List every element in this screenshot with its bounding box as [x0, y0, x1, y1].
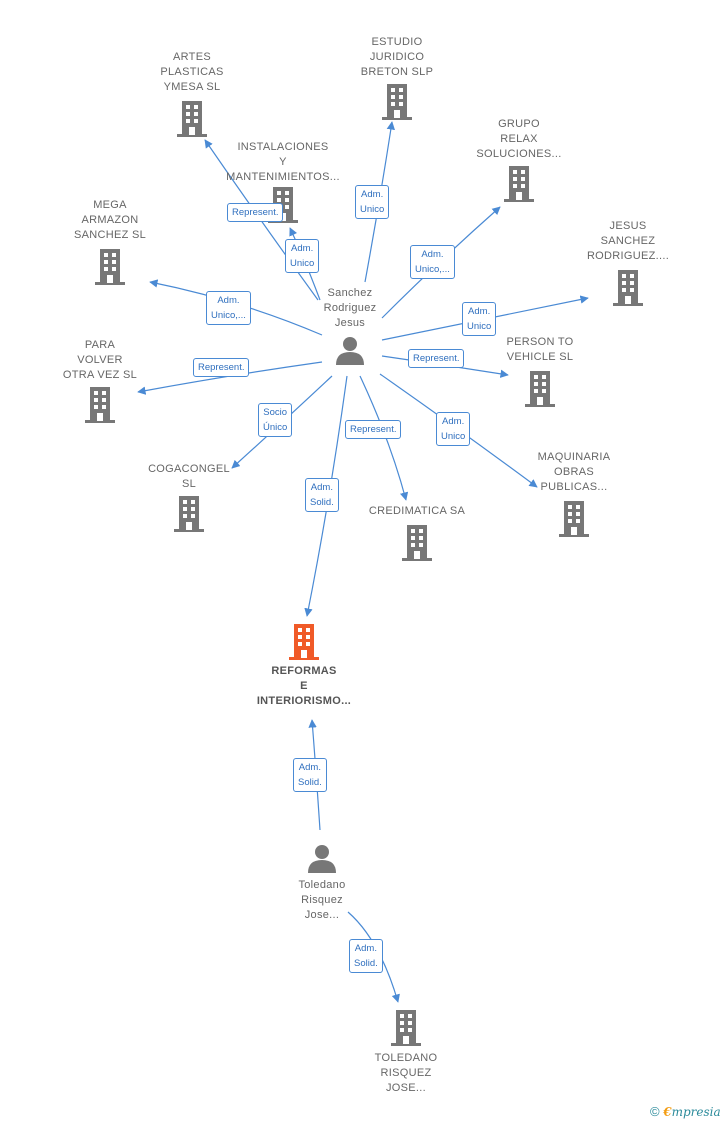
company-node-person[interactable]: PERSON TO VEHICLE SL — [480, 335, 600, 407]
company-name: ESTUDIO JURIDICO BRETON SLP — [360, 36, 434, 78]
company-node-cogacongel[interactable]: COGACONGEL SL — [129, 462, 249, 532]
company-name: PERSON TO VEHICLE SL — [506, 336, 574, 363]
edge-label-adm-unico[interactable]: Adm. Unico — [285, 239, 320, 273]
building-icon — [504, 166, 534, 202]
building-icon — [613, 270, 643, 306]
company-node-jesus[interactable]: JESUS SANCHEZ RODRIGUEZ.... — [568, 219, 688, 306]
building-icon — [382, 84, 412, 120]
company-node-estudio[interactable]: ESTUDIO JURIDICO BRETON SLP — [337, 35, 457, 120]
company-node-artes[interactable]: ARTES PLASTICAS YMESA SL — [132, 50, 252, 137]
company-name: REFORMAS E INTERIORISMO... — [256, 665, 352, 707]
building-icon — [289, 624, 319, 660]
edge-label-represent[interactable]: Represent. — [345, 420, 402, 439]
edge-label-adm-unico[interactable]: Adm. Unico — [462, 302, 497, 336]
company-name: MAQUINARIA OBRAS PUBLICAS... — [537, 451, 611, 493]
company-name: PARA VOLVER OTRA VEZ SL — [62, 339, 138, 381]
building-icon — [174, 496, 204, 532]
person-name: Toledano Risquez Jose... — [298, 879, 346, 921]
brand-logo: €mpresia — [663, 1105, 720, 1119]
edge-label-adm-unico[interactable]: Adm. Unico — [355, 185, 390, 219]
company-name: TOLEDANO RISQUEZ JOSE... — [374, 1052, 438, 1094]
edge-label-represent[interactable]: Represent. — [227, 203, 284, 222]
company-name: CREDIMATICA SA — [368, 505, 466, 517]
person-node-toledano[interactable]: Toledano Risquez Jose... — [262, 843, 382, 923]
company-node-toledano[interactable]: TOLEDANO RISQUEZ JOSE... — [346, 1010, 466, 1096]
person-icon — [336, 337, 364, 365]
company-name: JESUS SANCHEZ RODRIGUEZ.... — [586, 220, 670, 262]
edge-label-adm-unico[interactable]: Adm. Unico,... — [206, 291, 251, 325]
edge-credimatica — [359, 375, 409, 501]
edge-label-represent[interactable]: Represent. — [193, 358, 250, 377]
company-name: GRUPO RELAX SOLUCIONES... — [476, 118, 562, 160]
company-name: MEGA ARMAZON SANCHEZ SL — [73, 199, 147, 241]
edge-label-represent[interactable]: Represent. — [408, 349, 465, 368]
building-icon — [391, 1010, 421, 1046]
company-node-para[interactable]: PARA VOLVER OTRA VEZ SL — [40, 338, 160, 423]
building-icon — [85, 387, 115, 423]
person-name: Sanchez Rodriguez Jesus — [323, 287, 377, 329]
edge-label-adm-solid[interactable]: Adm. Solid. — [305, 478, 339, 512]
copyright-symbol: © — [650, 1104, 660, 1119]
building-icon — [525, 371, 555, 407]
edge-label-adm-solid[interactable]: Adm. Solid. — [293, 758, 327, 792]
building-icon — [95, 249, 125, 285]
edge-label-adm-solid[interactable]: Adm. Solid. — [349, 939, 383, 973]
company-node-mega[interactable]: MEGA ARMAZON SANCHEZ SL — [50, 198, 170, 285]
brand-initial: € — [663, 1105, 672, 1119]
edge-label-adm-unico[interactable]: Adm. Unico — [436, 412, 471, 446]
person-node-sanchez[interactable]: Sanchez Rodriguez Jesus — [290, 286, 410, 365]
company-name: INSTALACIONES Y MANTENIMIENTOS... — [226, 141, 340, 183]
person-icon — [308, 845, 336, 873]
building-icon — [177, 101, 207, 137]
company-node-grupo[interactable]: GRUPO RELAX SOLUCIONES... — [459, 117, 579, 202]
company-name: ARTES PLASTICAS YMESA SL — [160, 51, 224, 93]
company-node-maquinaria[interactable]: MAQUINARIA OBRAS PUBLICAS... — [514, 450, 634, 537]
company-node-credimatica[interactable]: CREDIMATICA SA — [357, 504, 477, 561]
edge-label-socio-unico[interactable]: Socio Único — [258, 403, 293, 437]
copyright-footer: © €mpresia — [650, 1104, 721, 1119]
brand-name: mpresia — [671, 1105, 721, 1119]
edge-label-adm-unico[interactable]: Adm. Unico,... — [410, 245, 455, 279]
company-name: COGACONGEL SL — [148, 463, 230, 490]
building-icon — [402, 525, 432, 561]
company-node-reformas-focus[interactable]: REFORMAS E INTERIORISMO... — [244, 624, 364, 709]
building-icon — [559, 501, 589, 537]
